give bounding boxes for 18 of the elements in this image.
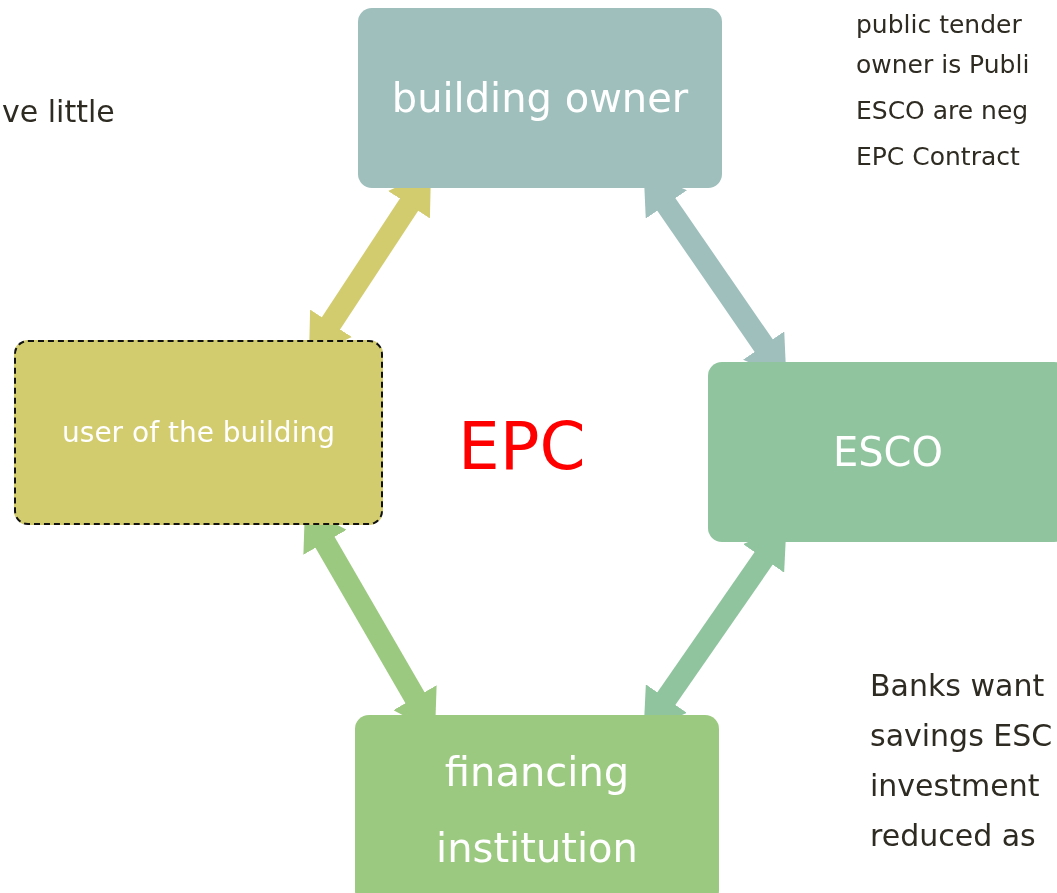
note-text: reduced as	[870, 818, 1036, 853]
note-text: EPC Contract	[856, 142, 1020, 171]
note-text: investment	[870, 768, 1040, 803]
rounded-box	[358, 8, 722, 188]
center-title: EPC	[458, 408, 586, 485]
note-text: ve little	[2, 94, 115, 129]
box-label: financing institution	[435, 748, 639, 873]
box-label: building owner	[391, 74, 689, 123]
note-text: owner is Publi	[856, 50, 1030, 79]
note-text: ESCO are neg	[856, 96, 1029, 125]
rounded-box	[14, 340, 383, 525]
rounded-box	[708, 362, 1057, 542]
rounded-box	[355, 715, 719, 893]
note-text: public tender	[856, 10, 1022, 39]
box-label: user of the building	[62, 414, 335, 451]
note-text: savings ESC	[870, 718, 1053, 753]
note-text: Banks want	[870, 668, 1045, 703]
box-label: ESCO	[832, 428, 944, 477]
